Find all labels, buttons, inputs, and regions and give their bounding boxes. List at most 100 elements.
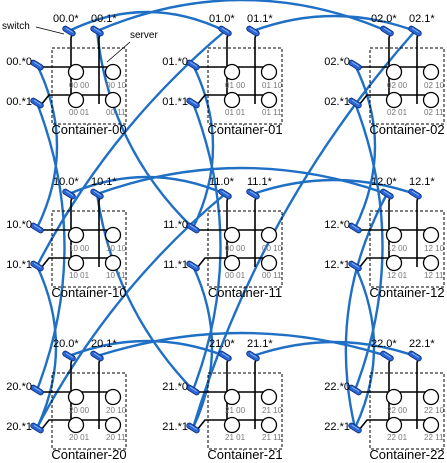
server-label: 02 00 <box>387 81 408 90</box>
server-node <box>385 91 403 109</box>
switch-label: 01.*1 <box>162 96 188 108</box>
server-node <box>260 254 278 272</box>
server-pointer <box>106 41 131 63</box>
server-label: 20 01 <box>69 433 90 442</box>
switch-icon <box>62 25 76 37</box>
side-switch-wire <box>358 257 436 269</box>
switch-icon <box>348 222 362 234</box>
switch-icon <box>186 222 200 234</box>
container-title: Container-20 <box>51 447 126 462</box>
switch-label: 01.0* <box>209 13 235 25</box>
server-node <box>260 388 278 406</box>
server-node <box>422 63 440 81</box>
switch-label: 10.*1 <box>6 259 32 271</box>
side-switch-wire <box>40 257 118 269</box>
annotations: switch server <box>2 21 158 63</box>
server-annotation: server <box>130 30 158 41</box>
container-title: Container-00 <box>51 122 126 137</box>
switch-icon <box>380 350 394 362</box>
switch-label: 10.1* <box>91 176 117 188</box>
server-node <box>385 416 403 434</box>
switch-icon <box>186 59 200 71</box>
container-title: Container-01 <box>207 122 282 137</box>
switch-label: 20.*0 <box>6 381 32 393</box>
server-label: 00 01 <box>69 108 90 117</box>
server-label: 22 00 <box>387 406 408 415</box>
switch-icon <box>246 188 260 200</box>
switch-label: 12.1* <box>409 176 435 188</box>
switch-icon <box>348 59 362 71</box>
top-switch-wire <box>416 196 419 267</box>
switch-label: 01.*0 <box>162 56 188 68</box>
top-switch-wire <box>254 196 257 267</box>
server-label: 12 10 <box>424 244 445 253</box>
inter-switch-link <box>191 101 222 392</box>
server-label: 00 00 <box>69 81 90 90</box>
top-switch-wire <box>98 358 101 429</box>
switch-label: 02.0* <box>371 13 397 25</box>
container-title: Container-10 <box>51 285 126 300</box>
server-label: 00 00 <box>225 244 246 253</box>
server-node <box>422 226 440 244</box>
server-label: 22 01 <box>387 433 408 442</box>
switch-label: 00.*0 <box>6 56 32 68</box>
inter-switch-link <box>251 340 417 358</box>
switch-icon <box>246 25 260 37</box>
switch-icon <box>218 25 232 37</box>
switch-label: 00.1* <box>91 13 117 25</box>
switch-label: 00.*1 <box>6 96 32 108</box>
switch-label: 01.1* <box>247 13 273 25</box>
switch-label: 02.*0 <box>324 56 350 68</box>
server-node <box>223 254 241 272</box>
server-label: 12 01 <box>387 271 408 280</box>
server-node <box>422 254 440 272</box>
server-node <box>67 226 85 244</box>
server-node <box>223 416 241 434</box>
server-label: 22 11 <box>424 433 444 442</box>
inter-switch-link <box>251 178 417 196</box>
server-label: 10 10 <box>106 244 127 253</box>
server-node <box>385 226 403 244</box>
server-node <box>67 254 85 272</box>
switch-icon <box>408 350 422 362</box>
server-label: 00 01 <box>225 271 246 280</box>
server-node <box>67 416 85 434</box>
server-label: 21 01 <box>225 433 246 442</box>
side-switch-wire <box>196 257 274 269</box>
container-title: Container-22 <box>369 447 444 462</box>
inter-switch-link <box>95 192 195 392</box>
switch-icon <box>348 260 362 272</box>
server-label: 10 11 <box>106 271 126 280</box>
switch-icon <box>62 350 76 362</box>
inter-switch-link <box>35 264 58 430</box>
container-boundary <box>369 210 445 288</box>
switch-label: 11.*1 <box>163 259 188 271</box>
container-boundary <box>369 372 445 450</box>
switch-label: 21.*1 <box>162 421 188 433</box>
switch-icon <box>30 97 44 109</box>
top-switch-wire <box>416 33 419 104</box>
side-switch-wire <box>40 419 118 431</box>
server-node <box>385 254 403 272</box>
server-node <box>385 388 403 406</box>
server-node <box>104 91 122 109</box>
switch-icon <box>90 25 104 37</box>
switch-icon <box>408 188 422 200</box>
switch-icon <box>30 222 44 234</box>
server-label: 00 10 <box>262 244 283 253</box>
switch-icon <box>30 384 44 396</box>
top-switch-wire <box>416 358 419 429</box>
switch-annotation: switch <box>2 21 30 32</box>
switch-icon <box>408 25 422 37</box>
inter-switch-link <box>191 264 214 430</box>
switch-label: 12.*1 <box>324 259 350 271</box>
server-label: 10 01 <box>69 271 90 280</box>
inter-switch-link <box>35 29 227 268</box>
inter-switch-link <box>35 192 227 430</box>
server-node <box>104 416 122 434</box>
inter-switch-link <box>35 63 59 230</box>
server-label: 21 11 <box>262 433 282 442</box>
switch-icon <box>348 384 362 396</box>
server-node <box>104 388 122 406</box>
